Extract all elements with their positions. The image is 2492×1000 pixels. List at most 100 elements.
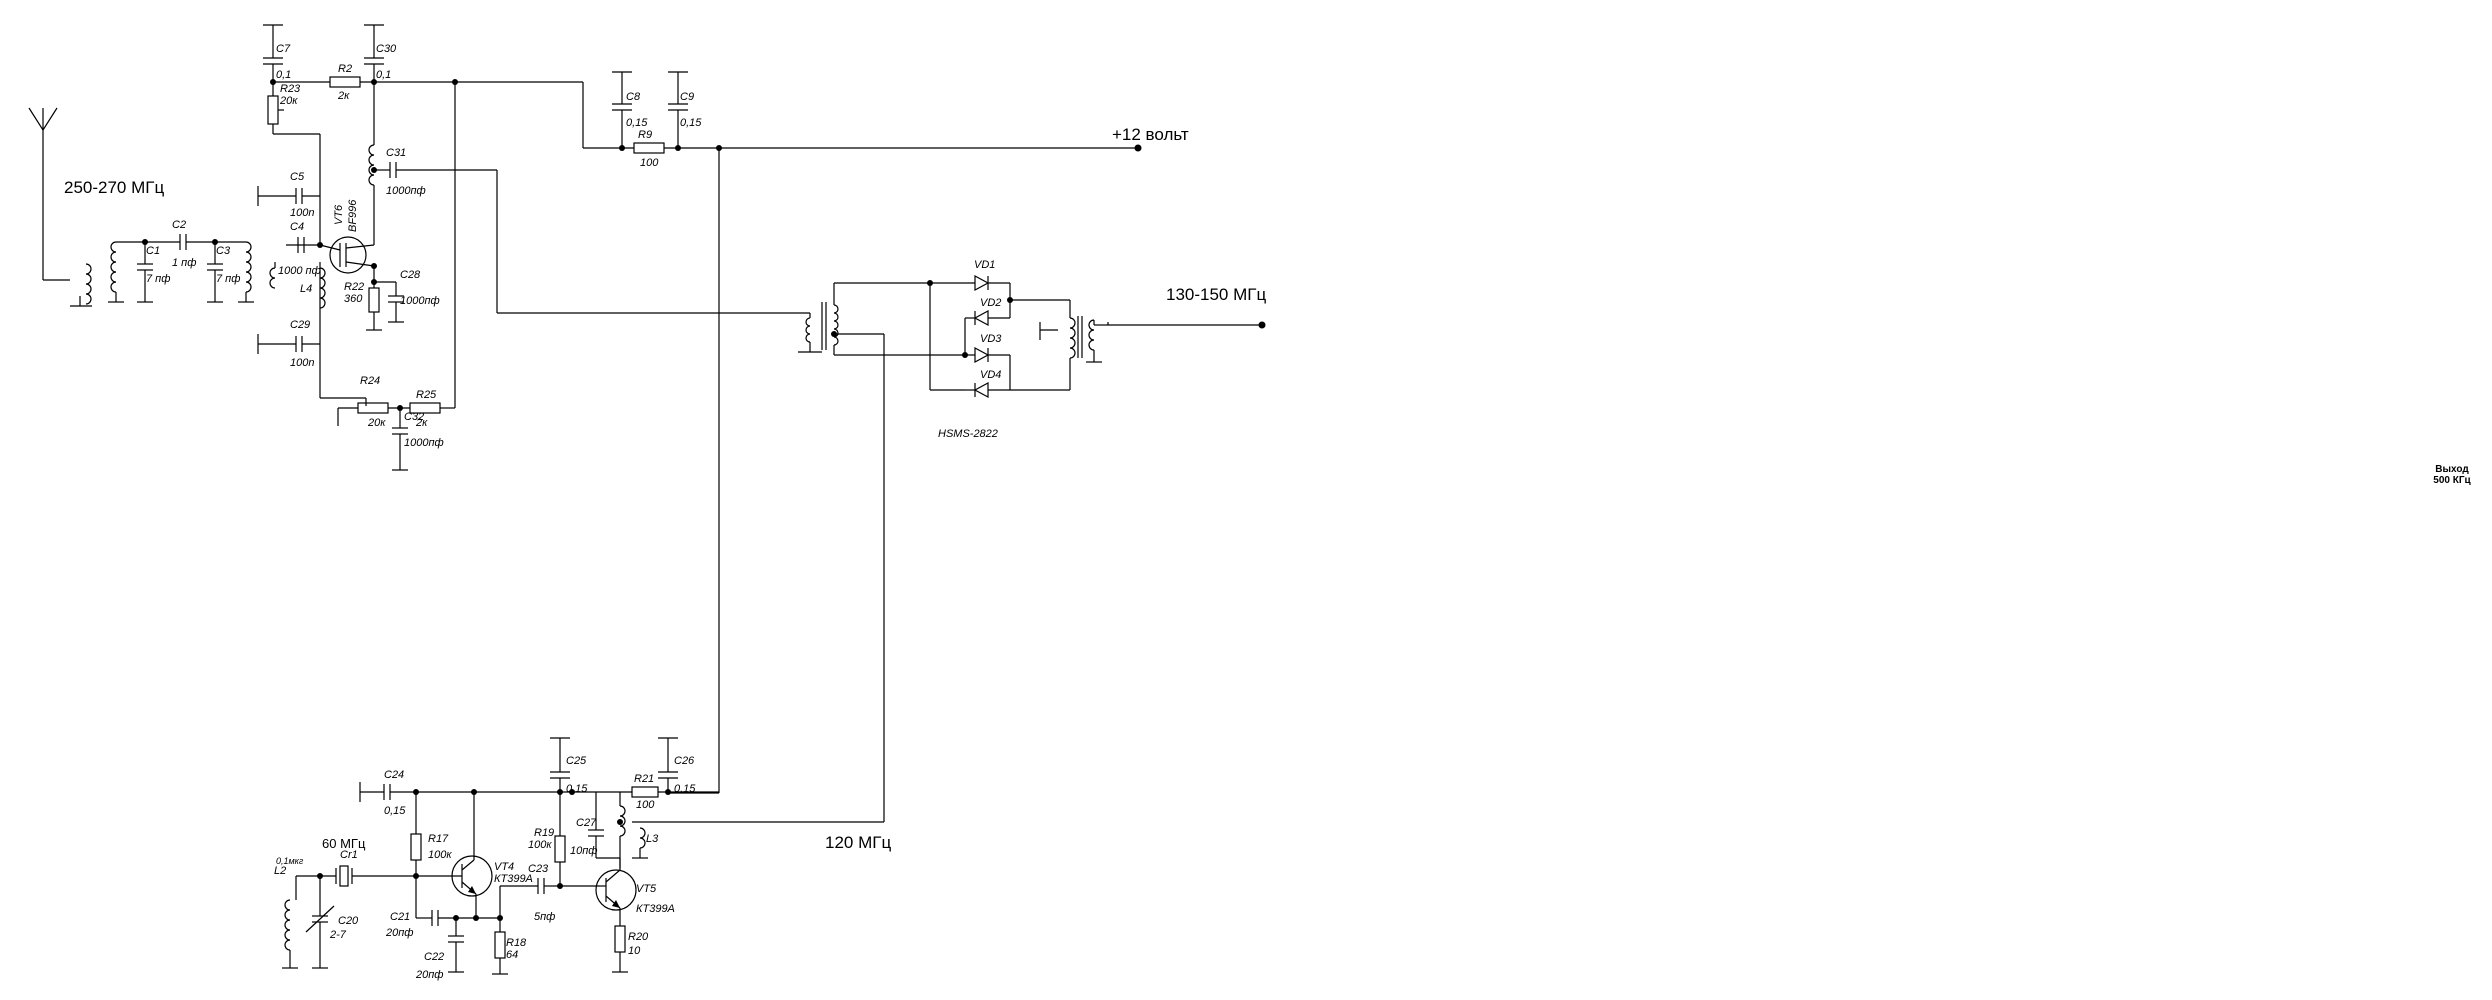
r20-label: R20: [628, 931, 649, 943]
l2-label: L2: [274, 865, 286, 877]
c31-label: C31: [386, 147, 406, 159]
resonator-1: [108, 239, 153, 303]
r22-source-resistor: [366, 279, 404, 331]
l3-label: L3: [646, 833, 659, 845]
c8-capacitor: [612, 71, 632, 148]
r19-label: R19: [534, 827, 554, 839]
c9-value: 0,15: [680, 117, 702, 129]
l2-value: 0,1мкг: [276, 856, 304, 866]
c25-value: 0,15: [566, 783, 588, 795]
c21-c22-feedback: [415, 876, 476, 973]
c31-capacitor: [374, 162, 810, 314]
supply-voltage-label: +12 вольт: [1112, 125, 1189, 144]
c2-label: C2: [172, 219, 186, 231]
r9-label: R9: [638, 129, 652, 141]
lo-frequency-label: 120 МГц: [825, 833, 891, 852]
r20-value: 10: [628, 945, 641, 957]
r21-value: 100: [636, 799, 655, 811]
r20-resistor: [612, 925, 628, 973]
c9-label: C9: [680, 91, 694, 103]
r19-resistor: [554, 792, 566, 889]
c24-label: C24: [384, 769, 404, 781]
c4-label: C4: [290, 221, 304, 233]
c4-value: 1000 пф: [278, 265, 321, 277]
c9-capacitor: [668, 71, 688, 148]
c30-value: 0,1: [376, 69, 391, 81]
c20-label: C20: [338, 915, 359, 927]
output-label-line2: 500 КГц: [2433, 475, 2471, 486]
drain-choke: [368, 82, 377, 245]
c27-capacitor: [588, 792, 620, 859]
vt4-value: КТ399А: [494, 873, 533, 885]
c24-value: 0,15: [384, 805, 406, 817]
supply-rail: [455, 81, 1142, 154]
r18-label: R18: [506, 937, 527, 949]
c8-value: 0,15: [626, 117, 648, 129]
vd4-label: VD4: [980, 369, 1001, 381]
c2-value: 1 пф: [172, 257, 196, 269]
crystal-cr1: [296, 865, 416, 887]
c7-value: 0,1: [276, 69, 291, 81]
vt4-label: VT4: [494, 861, 514, 873]
c5-capacitor: [257, 186, 320, 206]
r25-label: R25: [416, 389, 437, 401]
c23-label: C23: [528, 863, 549, 875]
l4-label: L4: [300, 283, 312, 295]
c27-value: 10пф: [570, 845, 597, 857]
supply-down-line: [668, 148, 720, 794]
c30-capacitor: [364, 24, 384, 82]
c25-label: C25: [566, 755, 587, 767]
vt5-label: VT5: [636, 883, 657, 895]
r21-label: R21: [634, 773, 654, 785]
r2-resistor: [273, 76, 458, 88]
c8-label: C8: [626, 91, 641, 103]
c29-capacitor: [257, 334, 320, 354]
c1-label: C1: [146, 245, 160, 257]
c23-coupling: [476, 878, 600, 921]
vt6-label: VT6: [333, 204, 345, 225]
c26-capacitor: [658, 737, 678, 792]
r23-trimmer: [267, 82, 284, 134]
r19-value: 100к: [528, 839, 552, 851]
vt4-transistor: [416, 792, 493, 921]
vd3-label: VD3: [980, 333, 1002, 345]
coupling-cap-c2: [145, 234, 218, 250]
l3-tank-coil: [617, 792, 668, 868]
r2-value: 2к: [337, 90, 350, 102]
cr1-label: Cr1: [340, 849, 358, 861]
r23-label: R23: [280, 83, 301, 95]
c1-value: 7 пф: [146, 273, 170, 285]
antenna-symbol: [28, 107, 58, 280]
r17-value: 100к: [428, 849, 452, 861]
c25-capacitor: [550, 737, 570, 792]
c32-value: 1000пф: [404, 437, 444, 449]
c32-label: C32: [404, 411, 424, 423]
c22-label: C22: [424, 951, 444, 963]
c29-value: 100n: [290, 357, 314, 369]
oscillator-supply-line: [359, 782, 719, 802]
c26-value: 0,15: [674, 783, 696, 795]
c29-label: C29: [290, 319, 310, 331]
r24-value: 20к: [367, 417, 386, 429]
output-label-line1: Выход: [2435, 464, 2469, 475]
vd2-label: VD2: [980, 297, 1001, 309]
c28-value: 1000пф: [400, 295, 440, 307]
mixer-part-label: HSMS-2822: [938, 428, 998, 440]
c20-value: 2-7: [329, 929, 347, 941]
r22-label: R22: [344, 281, 364, 293]
c26-label: C26: [674, 755, 695, 767]
resonator-2: [207, 241, 254, 303]
mixer-input-transformer: [668, 282, 965, 823]
r18-value: 64: [506, 949, 518, 961]
mixer-output-transformer: [1039, 316, 1266, 363]
c3-value: 7 пф: [216, 273, 240, 285]
vt5-value: КТ399А: [636, 903, 675, 915]
r25-value: 2к: [415, 417, 428, 429]
vt5-transistor: [595, 858, 637, 926]
diode-ring: [927, 274, 1071, 399]
gate2-bias-network: [319, 82, 456, 471]
r9-value: 100: [640, 157, 659, 169]
c21-value: 20пф: [385, 927, 413, 939]
vt6-value: BF996: [347, 199, 359, 232]
input-coil: [43, 263, 92, 307]
